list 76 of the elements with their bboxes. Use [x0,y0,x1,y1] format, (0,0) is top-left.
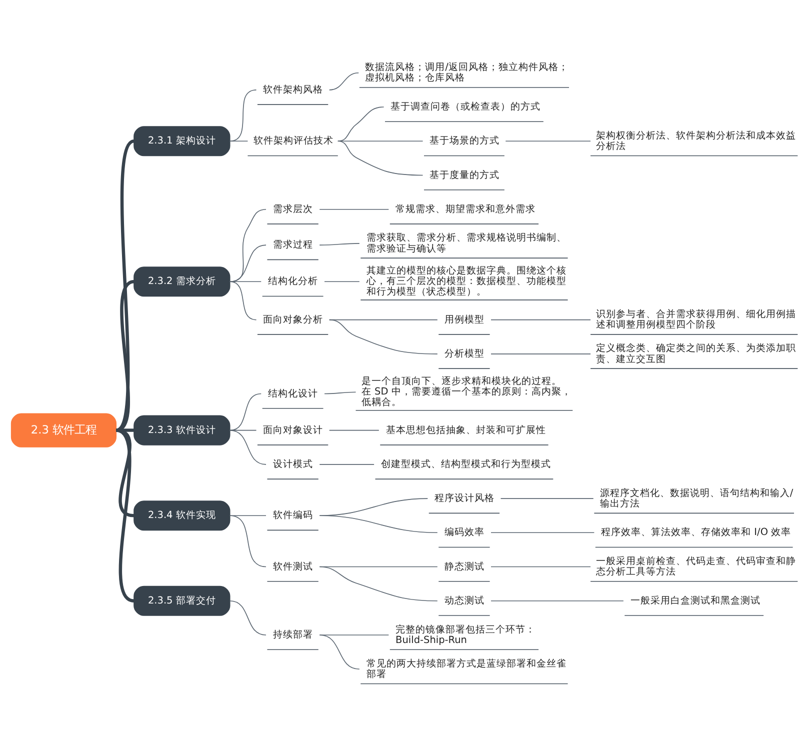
connector [115,428,135,602]
connector [229,208,266,282]
connector [229,89,257,142]
node-text: 其建立的模型的核心是数据字典。围绕这个核心，有三个层次的模型：数据模型、功能模型和行为模型（状态模型）。 [366,265,566,298]
node-box: 2.3 软件工程 [10,412,117,447]
connector [505,140,591,142]
node-text: 软件编码 [272,510,313,521]
node-text: 结构化设计 [268,388,318,399]
node-text: 面向对象设计 [263,424,324,436]
node-text: 常规需求、期望需求和意外需求 [396,203,536,214]
node-text: 设计模式 [272,458,313,470]
connector [229,429,266,464]
connector [229,244,266,282]
node-text: 完整的镜像部署包括三个环节：Build-Ship-Run [396,624,536,646]
node-text: 程序设计风格 [434,492,495,504]
node-text: 静态测试 [444,560,484,572]
connector [328,429,380,430]
connector [324,280,360,282]
connector [319,634,360,670]
node-text: 软件架构风格 [263,84,324,95]
node-text: 源程序文档化、数据说明、语句结构和输入/输出方法 [600,487,794,509]
connector [115,139,136,432]
node-text: 程序效率、算法效率、存储效率和 I/O 效率 [601,526,792,538]
node-text: 数据流风格；调用/返回风格；独立构件风格；虚拟机风格；仓库风格 [365,62,568,84]
connector [229,392,262,430]
node-text: 定义概念类、确定类之间的关系、为类添加职责、建立交互图 [596,342,796,364]
connector [490,318,591,320]
node-text: 需求过程 [272,239,313,250]
node-text: 持续部署 [272,629,313,640]
connector [490,353,591,354]
node-text: 编码效率 [444,526,484,538]
connector [328,318,438,354]
connector [490,566,591,567]
node-text: 是一个自顶向下、逐步求精和模块化的过程。在 SD 中，需要遵循一个基本的原则：高内聚，低耦合。 [361,376,572,408]
connector [490,532,595,533]
node-text: 基于度量的方式 [430,169,500,180]
node-text: 常见的两大持续部署方式是蓝绿部署和金丝雀部署 [366,658,566,680]
node-text: 软件架构评估技术 [253,135,334,146]
node-box: 2.3.3 软件设计 [134,414,230,445]
connector [328,72,359,90]
node-text: 创建型模式、结构型模式和行为型模式 [380,458,551,470]
node-text: 结构化分析 [268,276,318,287]
connector [324,391,356,394]
node-text: 识别参与者、合并需求获得用例、细化用例描述和调整用例模型四个阶段 [596,308,796,330]
node-box: 2.3.5 部署交付 [134,585,230,616]
node-text: 基本思想包括抽象、封装和可扩展性 [386,424,546,436]
node-text: 用例模型 [444,314,484,325]
node-text: 需求层次 [272,203,313,214]
connector [319,208,390,210]
connector [116,428,134,517]
node-box: 2.3.2 需求分析 [134,266,230,296]
connector [229,600,266,635]
node-text: 需求获取、需求分析、需求规格说明书编制、需求验证与确认等 [366,232,566,254]
node-text: 软件测试 [272,560,313,572]
node-text: 分析模型 [444,348,484,359]
connector [229,140,248,142]
connector [229,514,266,516]
node-text: 架构权衡分析法、软件架构分析法和成本效益分析法 [596,130,796,152]
connector [319,566,438,601]
connector [337,140,424,176]
node-box: 2.3.4 软件实现 [134,500,230,530]
connector [319,242,360,245]
node-text: 动态测试 [444,594,484,606]
node-text: 一般采用桌前检查、代码走查、代码审查和静态分析工具等方法 [596,556,796,578]
connector [319,514,438,533]
node-box: 2.3.1 架构设计 [134,126,230,156]
connector [229,514,266,567]
connector [337,140,424,142]
connector [490,600,624,601]
connector [319,634,390,635]
connector [229,280,257,320]
node-text: 基于调查问卷（或检查表）的方式 [390,101,541,112]
connector [229,280,262,282]
node-text: 基于场景的方式 [430,135,500,146]
node-text: 面向对象分析 [263,314,324,325]
node-text: 一般采用白盒测试和黑盒测试 [630,594,760,606]
